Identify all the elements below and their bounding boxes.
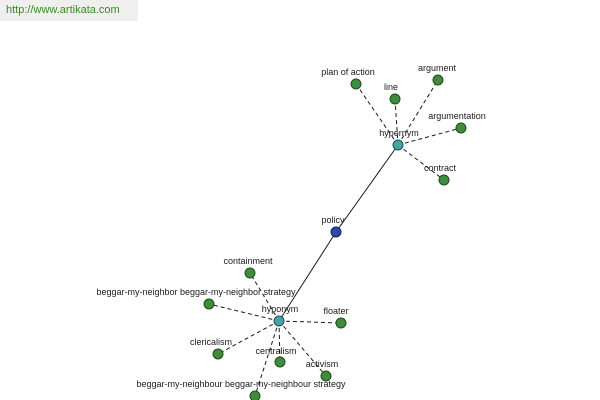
label-hypernym: hypernym — [379, 128, 419, 138]
graph-labels: policy hypernym hyponym plan of action line a… — [96, 63, 485, 389]
node-argument[interactable] — [432, 74, 444, 86]
edge-hyponym-clericalism — [217, 320, 280, 355]
graph-edges — [208, 79, 462, 397]
edge-hyponym-beggar-my-neighbour — [254, 320, 280, 397]
edge-hypernym-line — [394, 98, 399, 146]
node-plan-of-action[interactable] — [350, 78, 362, 90]
label-beggar-my-neighbour: beggar-my-neighbour beggar-my-neighbour … — [136, 379, 346, 389]
watermark-url: http://www.artikata.com — [0, 0, 138, 21]
edge-hypernym-argumentation — [397, 127, 462, 146]
node-beggar-my-neighbour[interactable] — [249, 390, 261, 400]
node-floater[interactable] — [335, 317, 347, 329]
node-centralism[interactable] — [274, 356, 286, 368]
label-argumentation: argumentation — [428, 111, 486, 121]
label-centralism: centralism — [255, 346, 296, 356]
node-activism[interactable] — [320, 370, 332, 382]
edge-policy-hypernym — [335, 144, 399, 233]
edge-hyponym-containment — [249, 272, 280, 322]
label-clericalism: clericalism — [190, 337, 232, 347]
label-floater: floater — [323, 306, 348, 316]
label-beggar-my-neighbor: beggar-my-neighbor beggar-my-neighbor st… — [96, 287, 296, 297]
node-contract[interactable] — [438, 174, 450, 186]
label-activism: activism — [306, 359, 339, 369]
node-clericalism[interactable] — [212, 348, 224, 360]
edge-hyponym-beggar-my-neighbor — [208, 303, 280, 322]
edge-policy-hyponym — [278, 231, 337, 322]
edge-hyponym-floater — [278, 320, 342, 324]
node-beggar-my-neighbor[interactable] — [203, 298, 215, 310]
graph-nodes — [203, 74, 467, 400]
label-contract: contract — [424, 163, 457, 173]
node-containment[interactable] — [244, 267, 256, 279]
edge-hypernym-contract — [397, 144, 445, 181]
edge-hypernym-plan-of-action — [355, 83, 399, 146]
node-argumentation[interactable] — [455, 122, 467, 134]
label-containment: containment — [223, 256, 273, 266]
label-argument: argument — [418, 63, 457, 73]
edge-hyponym-activism — [278, 320, 327, 377]
label-plan-of-action: plan of action — [321, 67, 375, 77]
node-policy[interactable] — [330, 226, 342, 238]
label-line: line — [384, 82, 398, 92]
edge-hypernym-argument — [397, 79, 439, 146]
node-line[interactable] — [389, 93, 401, 105]
node-hyponym[interactable] — [273, 315, 285, 327]
label-policy: policy — [321, 215, 345, 225]
label-hyponym: hyponym — [262, 304, 299, 314]
node-hypernym[interactable] — [392, 139, 404, 151]
